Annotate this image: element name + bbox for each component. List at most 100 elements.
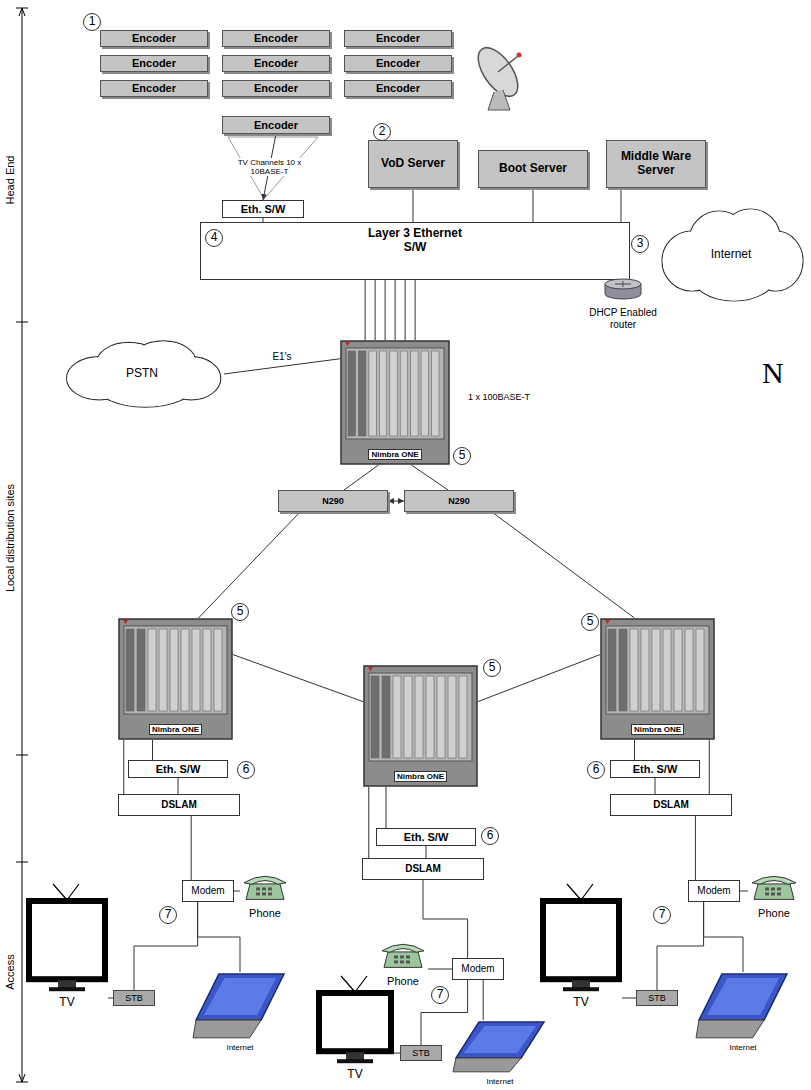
node-label: Encoder <box>374 82 422 95</box>
node-label: Phone <box>247 907 283 920</box>
connector-line <box>178 778 179 794</box>
equipment-box: DSLAM <box>610 794 732 816</box>
phone-icon-shape <box>240 868 290 903</box>
laptop-icon-shape <box>695 972 791 1039</box>
switch-box: Layer 3 Ethernet S/W <box>200 222 630 280</box>
node-label: Encoder <box>252 57 300 70</box>
nimbra-chassis-shape <box>118 618 233 740</box>
connector-line <box>234 891 240 892</box>
connector-line <box>533 188 534 222</box>
callout-number: 5 <box>231 603 249 621</box>
callout-number: 7 <box>653 906 671 924</box>
node-label: Encoder <box>374 32 422 45</box>
laptop-icon-shape <box>452 1020 548 1073</box>
server-box: Boot Server <box>478 150 588 188</box>
node-label: Encoder <box>130 57 178 70</box>
switch-box: Eth. S/W <box>610 760 700 778</box>
tv-icon-shape <box>316 990 394 1064</box>
equipment-box: DSLAM <box>118 794 240 816</box>
connector-line <box>740 891 748 892</box>
note-label: N <box>762 356 784 390</box>
section-label: Local distribution sites <box>4 484 16 592</box>
connector-line <box>657 902 704 990</box>
node-label: STB <box>646 993 668 1003</box>
node-label: DSLAM <box>403 863 443 875</box>
node-label: Phone <box>385 975 421 988</box>
phone-icon-shape <box>748 868 800 903</box>
connector-line <box>492 512 635 618</box>
node-label: Encoder <box>252 119 300 132</box>
callout-number: 7 <box>159 906 177 924</box>
encoder-box: Encoder <box>100 55 208 72</box>
callout-number: 7 <box>431 986 449 1004</box>
node-label: STB <box>410 1048 432 1058</box>
node-label: Eth. S/W <box>402 831 451 844</box>
node-label: Internet <box>484 1077 515 1086</box>
callout-number: 6 <box>481 827 499 845</box>
note-label: 1 x 100BASE-T <box>468 392 530 402</box>
node-label: Encoder <box>252 32 300 45</box>
encoder-box: Encoder <box>222 55 330 72</box>
connector-line <box>695 816 696 880</box>
equipment-box: Modem <box>182 880 234 902</box>
connector-line <box>709 740 710 794</box>
connector-line <box>423 880 468 958</box>
node-label: Modem <box>695 885 732 897</box>
node-label: STB <box>123 993 145 1003</box>
node-label: Eth. S/W <box>154 763 203 776</box>
edge-label: TV Channels 10 x 10BASE-T <box>232 158 308 176</box>
phone-icon: Phone <box>748 868 800 920</box>
node-label: Eth. S/W <box>631 763 680 776</box>
laptop-icon: Internet <box>695 972 791 1052</box>
encoder-box: Encoder <box>222 116 330 134</box>
callout-number: 6 <box>587 761 605 779</box>
connector-line <box>224 359 340 374</box>
nimbra-chassis-shape <box>600 618 715 740</box>
callout-number: 5 <box>453 447 471 465</box>
node-label: PSTN <box>124 367 160 381</box>
tv-icon-shape <box>540 898 622 992</box>
connector-line <box>368 787 369 858</box>
node-label: Layer 3 Ethernet S/W <box>353 227 477 255</box>
node-label: Nimbra ONE <box>631 724 684 735</box>
callout-number: 3 <box>631 235 649 253</box>
stb-box: STB <box>113 990 155 1006</box>
network-cloud: Internet <box>656 205 806 305</box>
nimbra-chassis: Nimbra ONE <box>363 665 478 787</box>
callout-number: 5 <box>581 613 599 631</box>
connector-line <box>386 787 387 828</box>
node-label: Encoder <box>130 82 178 95</box>
node-label: Boot Server <box>497 162 569 176</box>
connector-line <box>123 740 124 794</box>
server-box: VoD Server <box>368 140 458 188</box>
laptop-icon-shape <box>192 972 288 1039</box>
tv-icon: TV <box>540 898 622 1010</box>
connector-line <box>134 902 198 990</box>
edge-label: E1's <box>270 351 293 363</box>
stb-box: STB <box>636 990 678 1006</box>
connector-line <box>233 655 363 702</box>
nimbra-chassis-shape <box>340 340 450 465</box>
tv-icon: TV <box>26 898 108 1010</box>
node-label: Nimbra ONE <box>394 771 447 782</box>
connector-line <box>634 740 635 760</box>
connector-line <box>388 501 404 502</box>
node-label: Middle Ware Server <box>607 150 705 178</box>
tv-icon: TV <box>316 990 394 1082</box>
connector-line <box>704 902 743 972</box>
server-box: Middle Ware Server <box>606 140 706 188</box>
encoder-box: Encoder <box>344 30 452 47</box>
encoder-box: Encoder <box>222 80 330 97</box>
node-label: Encoder <box>374 57 422 70</box>
phone-icon: Phone <box>378 936 428 988</box>
connector-line <box>365 280 415 340</box>
callout-number: 2 <box>373 123 391 141</box>
node-label: Modem <box>459 963 496 975</box>
tv-icon-shape <box>26 898 108 992</box>
node-label: N290 <box>320 496 346 506</box>
callout-number: 1 <box>83 13 101 31</box>
switch-box: Eth. S/W <box>128 760 228 778</box>
n290-box: N290 <box>404 490 514 512</box>
switch-box: Eth. S/W <box>222 200 304 218</box>
